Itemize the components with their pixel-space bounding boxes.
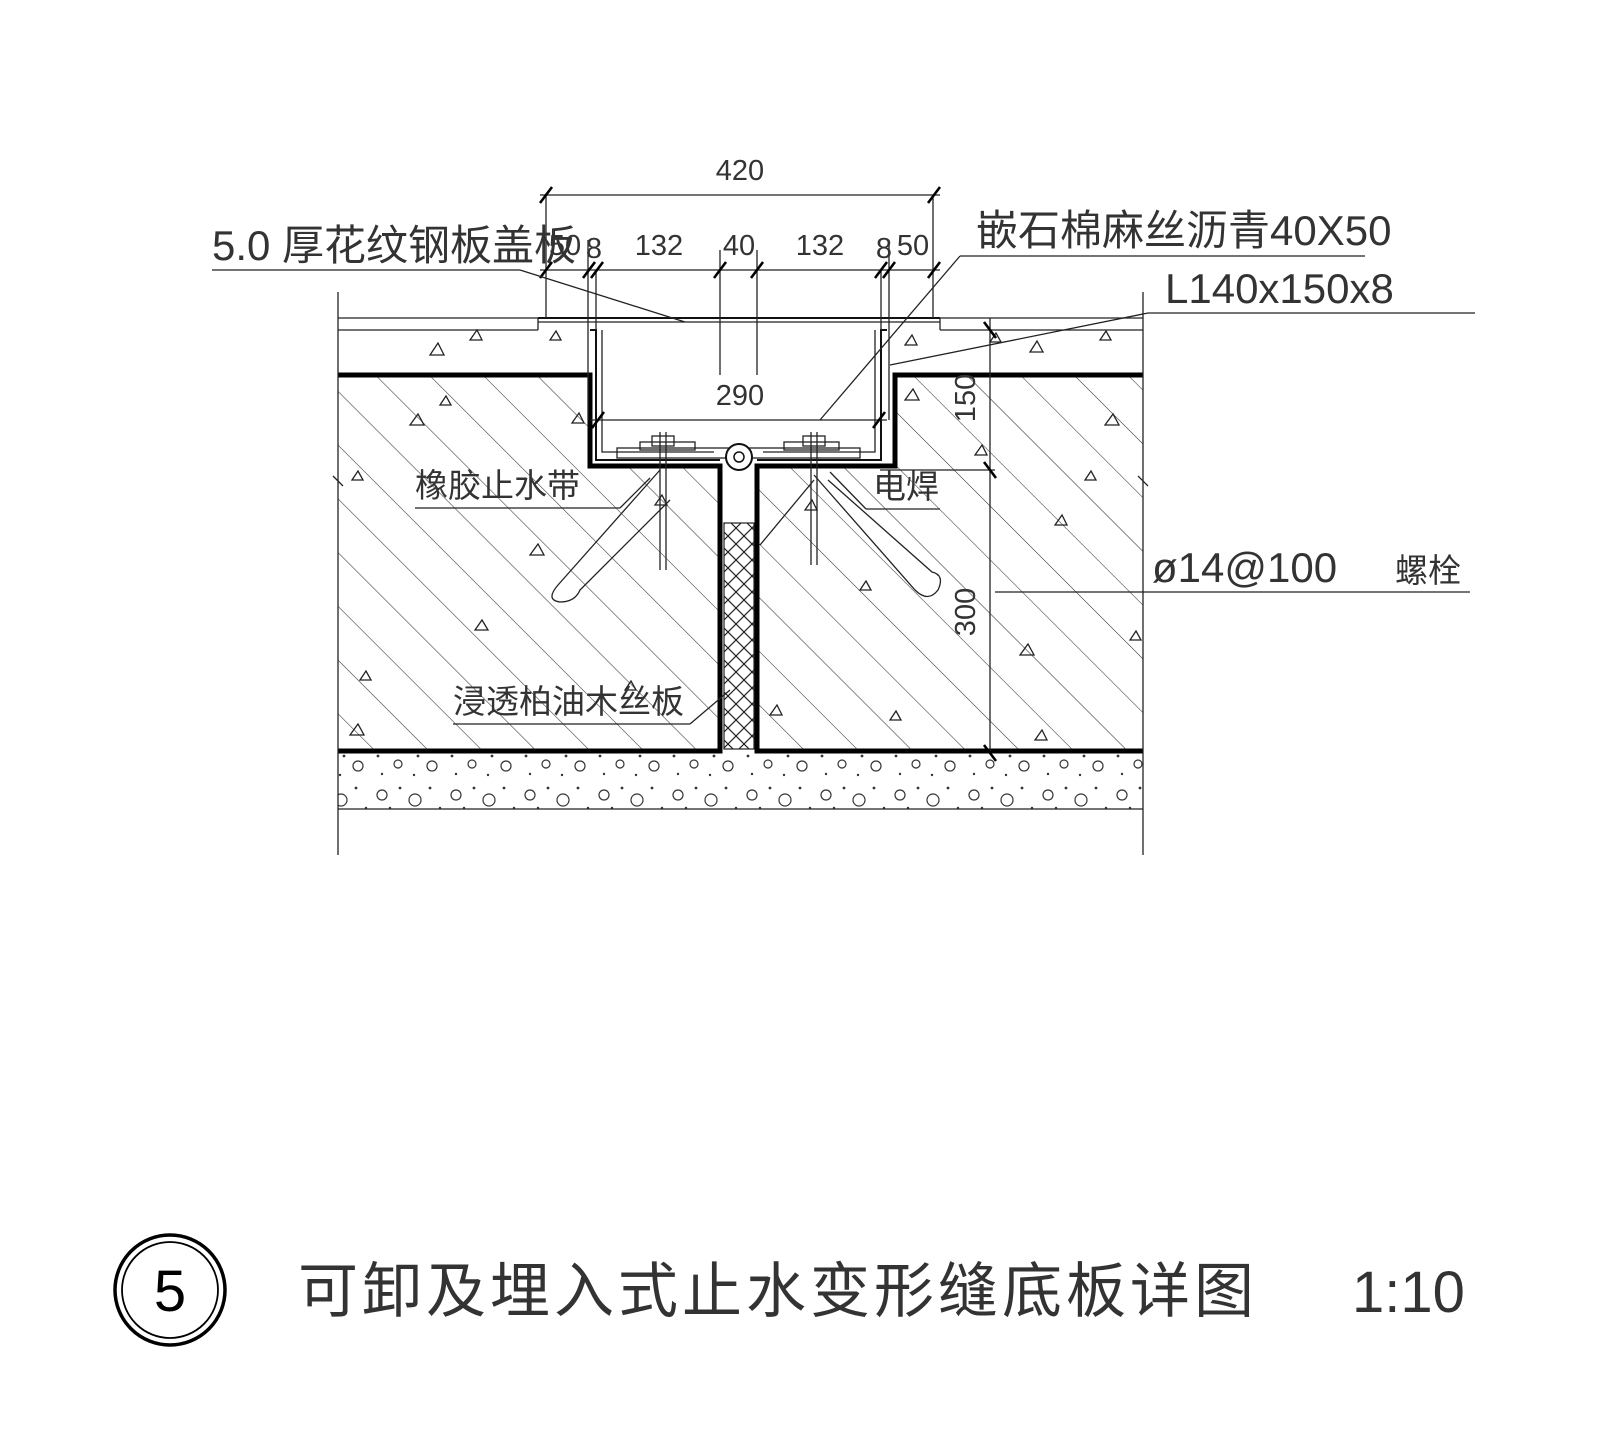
left-anchor-bolt bbox=[551, 432, 675, 603]
label-rubber-waterstop: 橡胶止水带 bbox=[415, 466, 580, 505]
slab-outline bbox=[338, 372, 1143, 754]
dim-height-300: 300 bbox=[950, 588, 982, 636]
detail-number-circle bbox=[113, 1233, 227, 1347]
dim-inner-290: 290 bbox=[716, 380, 764, 412]
dim-seg-40: 40 bbox=[723, 230, 755, 262]
label-bolt-name: 螺栓 bbox=[1395, 551, 1461, 590]
screed-top-layer bbox=[338, 317, 1143, 356]
label-angle-steel: L140x150x8 bbox=[1165, 265, 1394, 312]
title-block: 5 可卸及埋入式止水变形缝底板详图 1:10 bbox=[113, 1233, 1465, 1347]
dim-seg-132-right: 132 bbox=[796, 230, 844, 262]
detail-number: 5 bbox=[154, 1259, 186, 1324]
gravel-base-layer bbox=[338, 751, 1143, 810]
section-break-lines bbox=[332, 292, 1149, 855]
label-cover-plate: 5.0 厚花纹钢板盖板 bbox=[212, 222, 576, 269]
dim-seg-50-left: 50 bbox=[549, 230, 581, 262]
left-concrete-slab bbox=[338, 375, 720, 751]
dim-seg-132-left: 132 bbox=[635, 230, 683, 262]
dim-total-width: 420 bbox=[716, 155, 764, 187]
leader-lines bbox=[212, 255, 1475, 725]
dim-height-150: 150 bbox=[950, 374, 982, 422]
cover-plate bbox=[537, 317, 941, 330]
wood-fibre-board-filler bbox=[723, 522, 755, 750]
dimension-text: 420 50 8 132 40 132 8 50 290 150 300 bbox=[549, 155, 982, 636]
dimension-lines bbox=[538, 186, 998, 762]
label-asphalt-fill: 嵌石棉麻丝沥青40X50 bbox=[976, 207, 1391, 254]
dim-seg-50-right: 50 bbox=[897, 230, 929, 262]
concrete-aggregate-marks bbox=[348, 387, 1143, 741]
label-weld: 电焊 bbox=[873, 467, 939, 506]
rubber-waterstop bbox=[616, 441, 861, 471]
label-bolt-spec: ø14@100 bbox=[1152, 544, 1337, 591]
right-concrete-slab bbox=[757, 375, 1143, 751]
label-wood-board: 浸透柏油木丝板 bbox=[453, 682, 684, 721]
dim-seg-8-left: 8 bbox=[586, 233, 602, 265]
drawing-title: 可卸及埋入式止水变形缝底板详图 bbox=[298, 1257, 1258, 1327]
dim-seg-8-right: 8 bbox=[876, 233, 892, 265]
annotation-labels: 5.0 厚花纹钢板盖板 嵌石棉麻丝沥青40X50 L140x150x8 橡胶止水… bbox=[212, 207, 1461, 721]
right-anchor-bolt bbox=[759, 432, 942, 598]
steel-angle-frame bbox=[590, 329, 887, 461]
drawing-scale: 1:10 bbox=[1352, 1260, 1465, 1325]
